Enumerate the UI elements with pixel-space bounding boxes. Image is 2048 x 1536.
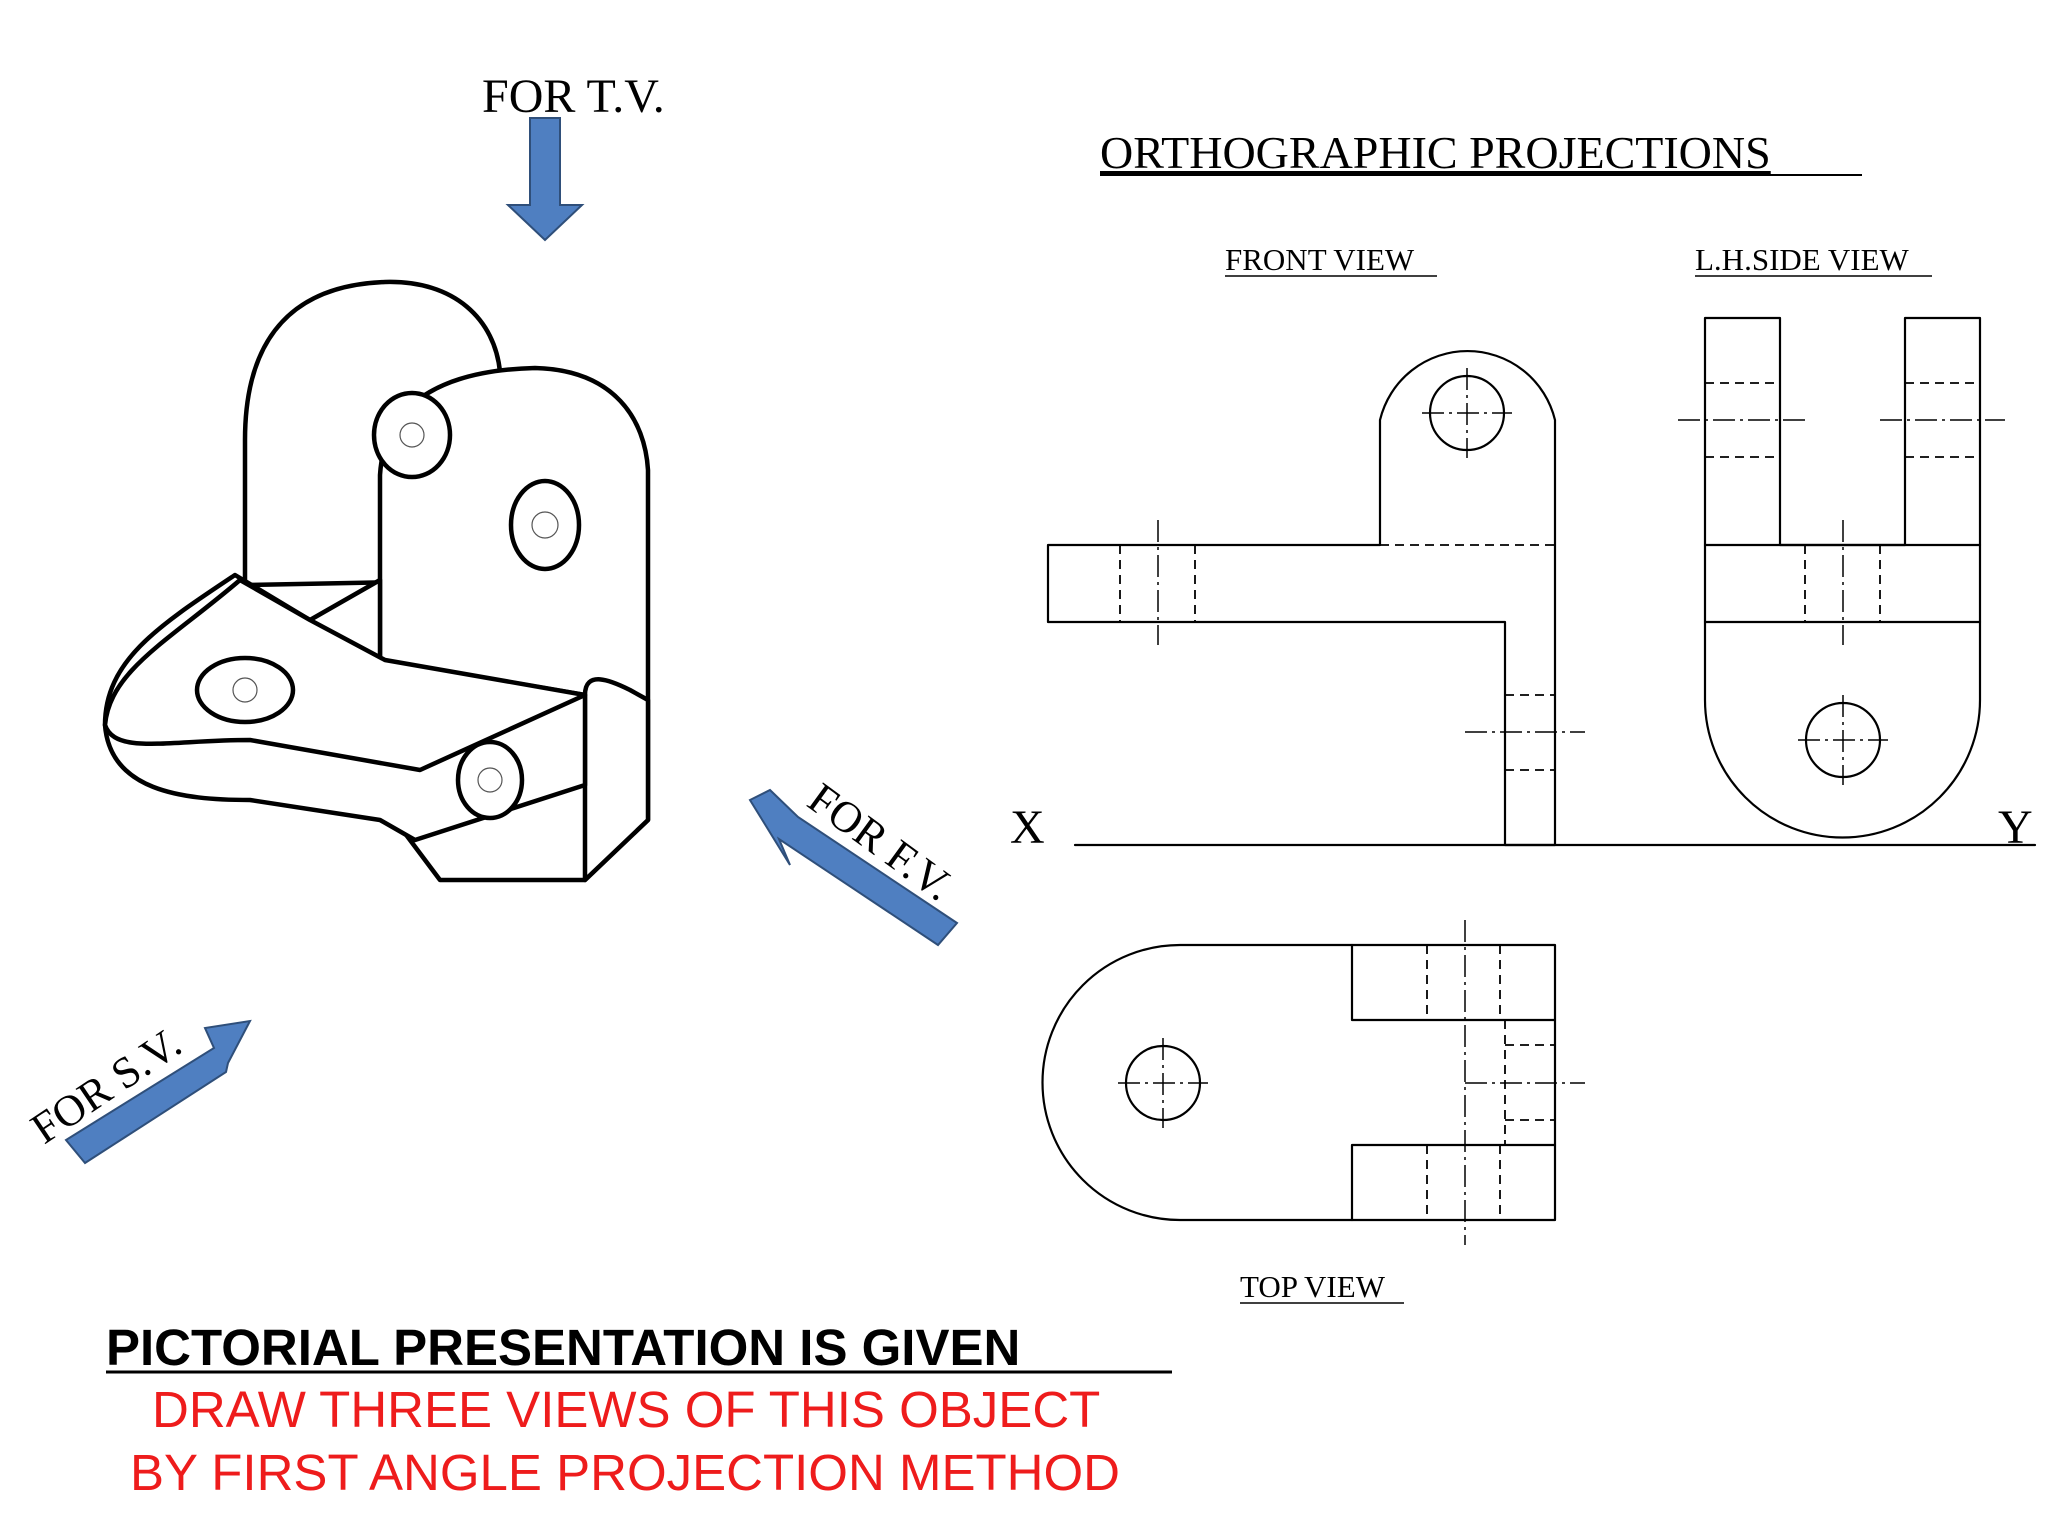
iso-hole-back-lug: [371, 390, 453, 480]
side-view-outline: [1703, 316, 1982, 839]
arrow-tv: [505, 117, 585, 242]
front-view-outline: [1046, 350, 1557, 847]
iso-front-plate-face: [582, 677, 651, 883]
label-side-view: L.H.SIDE VIEW: [1695, 242, 1910, 277]
iso-hole-front-plate: [508, 478, 582, 572]
top-view-outline: [1041, 943, 1557, 1222]
iso-hole-base: [194, 655, 296, 725]
arrow-sv: [64, 1019, 252, 1165]
front-view: [1046, 350, 1585, 847]
arrow-fv: [748, 788, 959, 947]
iso-base-top: [102, 577, 588, 773]
side-view: [1678, 316, 2005, 839]
instruction-title: PICTORIAL PRESENTATION IS GIVEN: [106, 1319, 1020, 1376]
isometric-object: [102, 279, 651, 883]
label-for-tv: FOR T.V.: [482, 70, 665, 123]
top-view: [1041, 920, 1585, 1245]
label-axis-y: Y: [1998, 801, 2033, 854]
page-heading: ORTHOGRAPHIC PROJECTIONS: [1100, 127, 1771, 178]
label-top-view: TOP VIEW: [1240, 1269, 1386, 1304]
label-axis-x: X: [1010, 801, 1045, 854]
instruction-line-3: BY FIRST ANGLE PROJECTION METHOD: [130, 1444, 1120, 1501]
iso-hole-lower-lug: [455, 739, 525, 821]
label-front-view: FRONT VIEW: [1225, 242, 1415, 277]
instruction-line-2: DRAW THREE VIEWS OF THIS OBJECT: [152, 1381, 1100, 1438]
